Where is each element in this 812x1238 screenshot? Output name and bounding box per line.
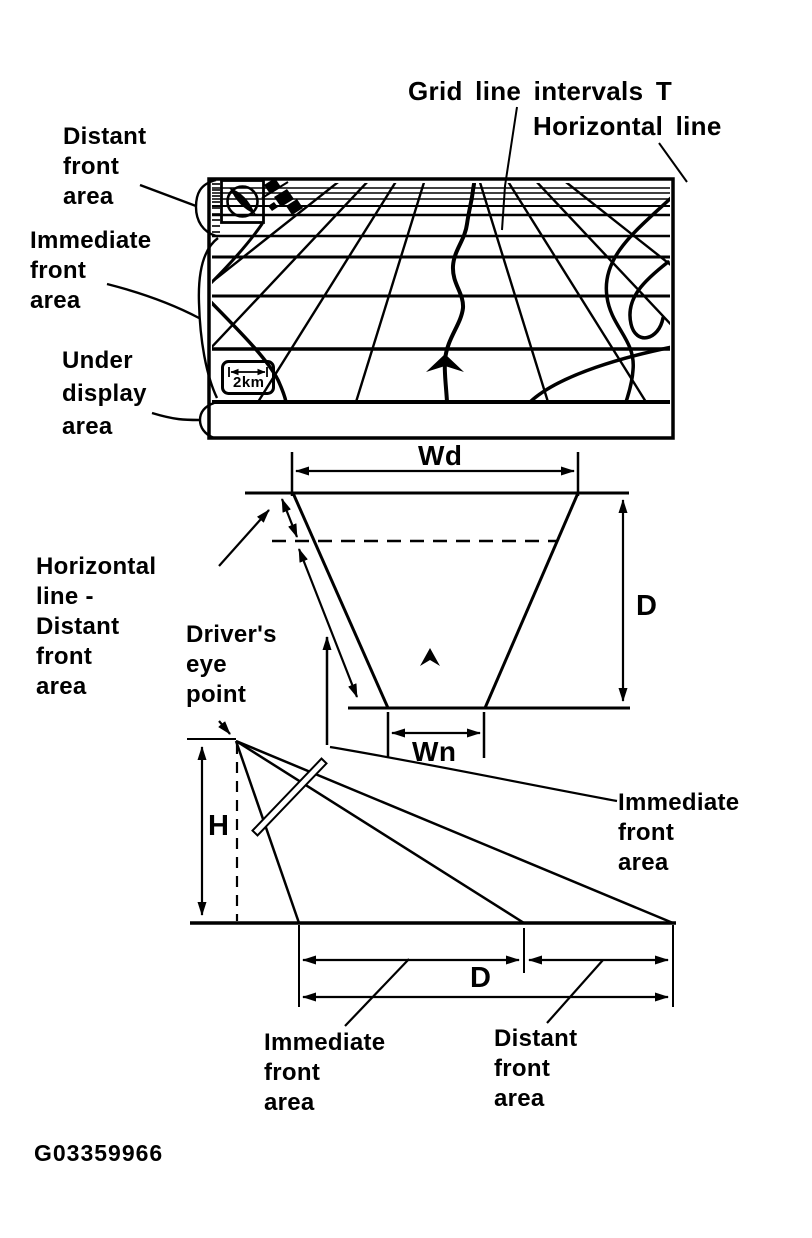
top-leader-lines [501,106,688,231]
immediate-front-area-side-label: Immediate front area [618,789,740,876]
drivers-eye-point-label: Driver's eye point [186,621,277,708]
trapezoid-vehicle-arrow-icon [420,648,440,666]
satellite-icon [261,178,303,215]
compass-icon [220,179,265,224]
immediate-front-area-bottom-label: Immediate front area [264,1029,386,1116]
d-bottom-dimension-label: D [470,962,492,994]
perspective-grid [212,183,670,402]
horizon-lines [212,187,670,404]
horizontal-line-label: Horizontal line [533,111,722,141]
figure-code: G03359966 [34,1140,164,1166]
trapezoid-view [218,452,630,803]
vehicle-arrow-icon [426,354,464,372]
display-screen-slab [251,757,328,837]
distant-front-area-bottom-label: Distant front area [494,1025,578,1112]
horizontal-line-distant-front-area-label: Horizontal line - Distant front area [36,553,157,700]
h-dimension-label: H [208,810,230,842]
under-display-area-label: Under display area [62,347,147,440]
wn-dimension-label: Wn [412,736,457,767]
side-view [187,738,676,1027]
map-display [207,177,675,440]
grid-line-intervals-label: Grid line intervals T [408,76,673,106]
left-ruler-ticks [212,183,220,233]
left-braces [106,178,219,440]
immediate-front-area-label: Immediate front area [30,227,152,314]
scale-badge-text: 2km [233,374,265,391]
scale-2km-icon [221,360,275,395]
distant-front-area-label: Distant front area [63,123,147,210]
wd-dimension-label: Wd [418,440,463,471]
d-right-dimension-label: D [636,590,658,622]
